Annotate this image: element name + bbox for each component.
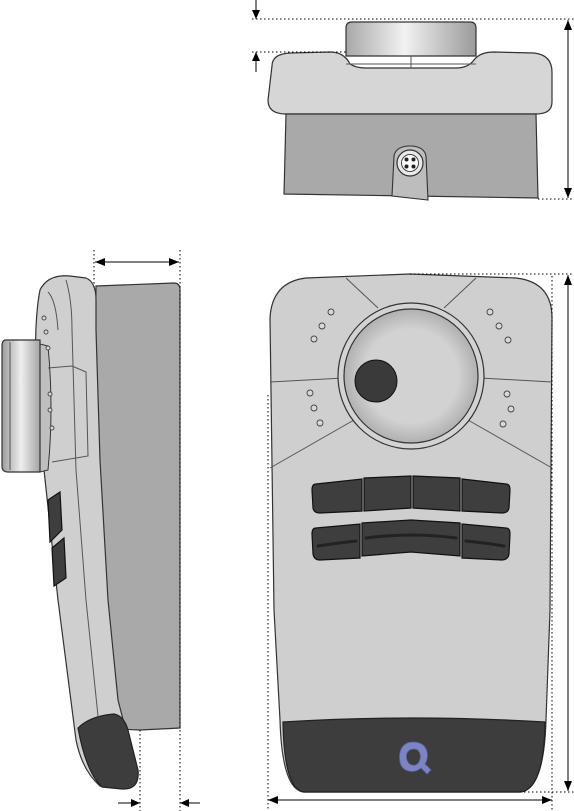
top-view [268,22,552,200]
front-button-2 [364,476,411,511]
front-view [270,274,552,792]
front-view-top-button-row [312,476,510,513]
side-view [2,276,180,789]
dial-finger-dimple [355,360,397,402]
front-view-bottom-cap [283,718,545,792]
side-view-dial [2,340,40,472]
front-button-4 [462,479,510,513]
top-view-dial [346,22,476,56]
front-button-3 [413,476,460,511]
top-view-shell [268,52,552,114]
front-button-1 [312,479,362,513]
